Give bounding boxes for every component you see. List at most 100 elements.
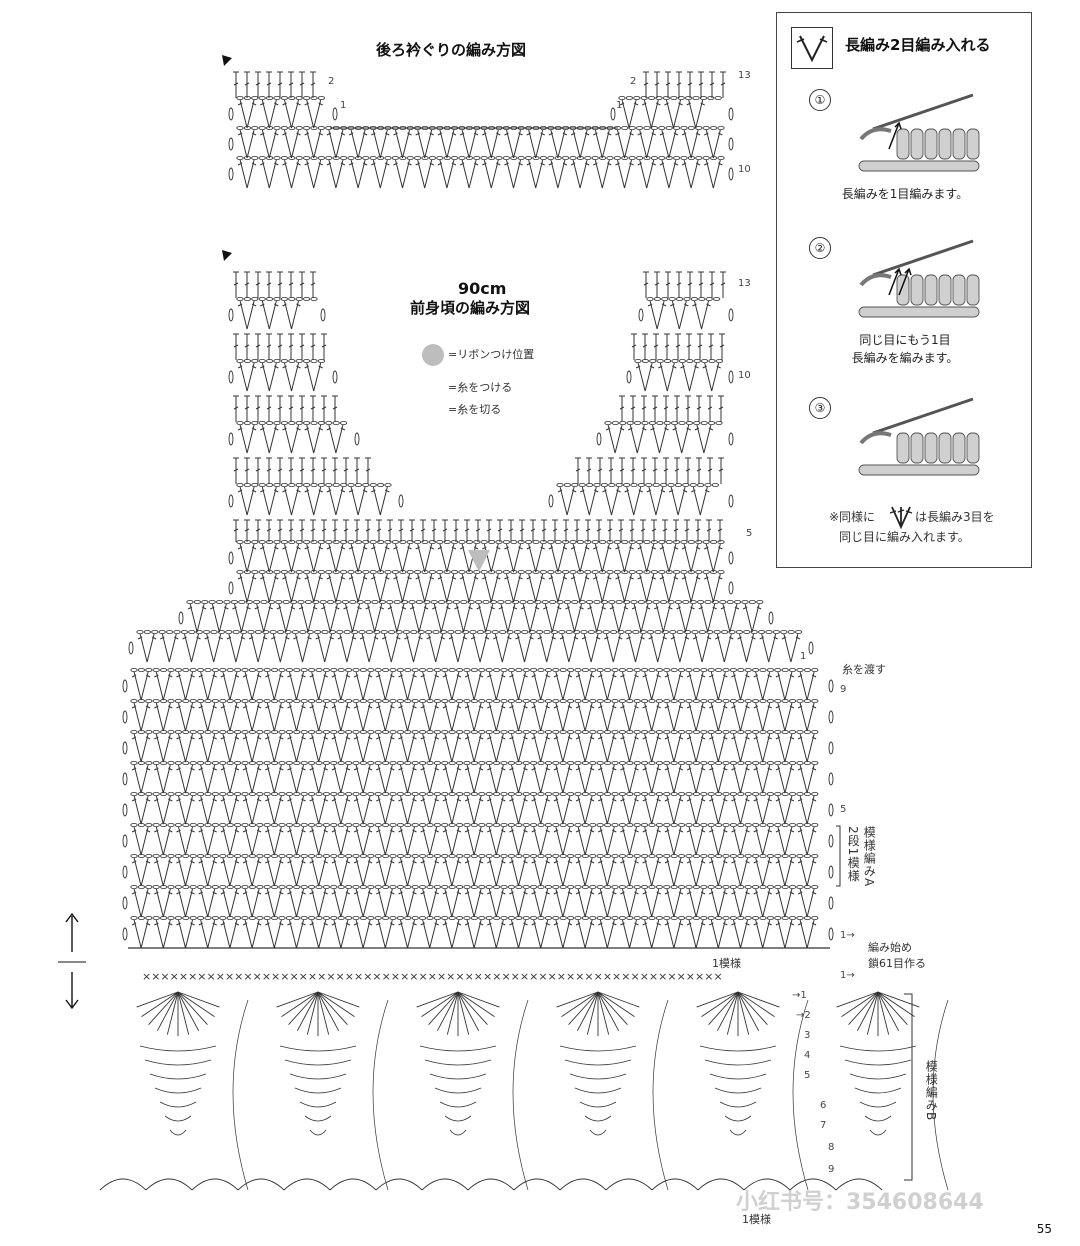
border-chart: ××××××××××××××××××××××××××××××××××××××××… [58, 912, 949, 1191]
front-main-row [122, 792, 834, 825]
step-2-number: ② [809, 237, 831, 259]
front-strap-right-row [638, 296, 734, 330]
scallop-edge [697, 1178, 745, 1191]
yarn-strand [859, 431, 892, 445]
stitch-column [952, 432, 966, 464]
stitch-column [938, 432, 952, 464]
scallop-edge [329, 1178, 377, 1191]
scallop-edge [237, 1178, 285, 1191]
watermark: 小红书号：354608644 [736, 1190, 984, 1215]
front-title: 前身頃の編み方図 [410, 299, 531, 317]
front-main-row [122, 823, 834, 856]
pass-yarn-label: 糸を渡す [842, 663, 886, 676]
cut-yarn-icon [222, 250, 232, 261]
back-row-13-right [643, 71, 726, 98]
page-number: 55 [1036, 1222, 1052, 1236]
step-2-illustration [858, 239, 980, 318]
front-strap-right-row [626, 358, 734, 392]
front-main-row [122, 668, 834, 701]
back-row-12-right [610, 96, 734, 129]
front-row-label-13: 13 [738, 278, 751, 289]
scallop-edge [835, 1178, 883, 1191]
border-row-8: 8 [828, 1142, 835, 1153]
back-neck-title: 後ろ衿ぐりの編み方図 [376, 41, 527, 59]
main-row-label-5: 5 [840, 804, 847, 815]
scallop-edge [191, 1178, 239, 1191]
scallop-edge [651, 1178, 699, 1191]
double-crochet-increase-icon [791, 27, 833, 69]
back-row-10 [228, 155, 734, 189]
step-3-number: ③ [809, 397, 831, 419]
stitch-column [938, 128, 952, 160]
border-sc-row: ××××××××××××××××××××××××××××××××××××××××… [142, 970, 723, 983]
front-strap-right-row [575, 457, 724, 484]
hook-icon [872, 397, 974, 435]
stitch-column [966, 432, 980, 464]
start-label: 編み始め [868, 941, 912, 954]
panel-note-line2: 同じ目に編み入れます。 [839, 530, 970, 544]
pattern-b-bracket [904, 993, 913, 1181]
legend-ribbon: =リボンつけ位置 [448, 348, 535, 361]
main-row-label-9: 9 [840, 684, 847, 695]
stitch-column [966, 274, 980, 306]
front-side-mark-1: 1 [800, 651, 807, 662]
ribbon-position-marker [468, 550, 490, 572]
stitch-column [938, 274, 952, 306]
up-arrow-icon [65, 912, 79, 952]
stitch-column [952, 128, 966, 160]
front-strap-left-row [228, 482, 404, 516]
pattern-a-rows-label: 2段1模様 [846, 826, 861, 883]
scallop-edge [605, 1178, 653, 1191]
triple-increase-icon [889, 506, 913, 530]
front-main-row [122, 761, 834, 794]
front-main-row [122, 916, 834, 949]
pineapple-motif [276, 991, 389, 1191]
back-row-label-13: 13 [738, 70, 751, 81]
hook-icon [872, 93, 974, 131]
scallop-edge [145, 1178, 193, 1191]
pattern-a-label: 模様編みA [862, 826, 877, 888]
technique-panel: 長編み2目編み入れる ① 長編みを1目編みます。 ② 同じ目にもう1目 長編みを… [776, 12, 1032, 568]
front-row-label-5: 5 [746, 528, 753, 539]
stitch-column [952, 274, 966, 306]
front-strap-right-row [548, 482, 734, 516]
back-side-mark-2-left: 2 [328, 76, 335, 87]
scallop-edge [421, 1178, 469, 1191]
direction-arrow-icon [888, 121, 902, 150]
scallop-edge [375, 1178, 423, 1191]
step-2-caption: 同じ目にもう1目 長編みを編みます。 [851, 333, 959, 365]
legend-cut: =糸を切る [448, 403, 502, 416]
front-strap-right-row [643, 271, 726, 298]
down-arrow-icon [65, 972, 79, 1010]
ribbon-position-icon [422, 344, 444, 366]
scallop-edge [99, 1178, 147, 1191]
stitch-column [896, 432, 910, 464]
front-upper-row [228, 540, 734, 573]
cut-yarn-icon [222, 55, 232, 66]
back-side-mark-2-right: 2 [630, 76, 637, 87]
front-strap-left-row [228, 420, 360, 454]
front-main-row [122, 885, 834, 918]
front-row-5 [233, 519, 723, 542]
step-1-number: ① [809, 89, 831, 111]
stitch-column [910, 128, 924, 160]
scallop-edge [743, 1178, 791, 1191]
front-strap-left-row [228, 358, 338, 392]
stitch-column [910, 432, 924, 464]
front-strap-left-row [233, 271, 316, 298]
stitch-column [924, 432, 938, 464]
main-row-arrow-1: 1→ [840, 930, 855, 941]
front-upper-row [128, 630, 814, 663]
scallop-edge [559, 1178, 607, 1191]
step-1-illustration [858, 93, 980, 172]
base-chain [858, 464, 980, 476]
front-repeat-label: 1模様 [712, 957, 741, 970]
border-row-7: 7 [820, 1120, 827, 1131]
pineapple-motif [416, 991, 529, 1191]
front-row-label-10: 10 [738, 370, 751, 381]
hook-icon [872, 239, 974, 277]
back-row-label-10: 10 [738, 164, 751, 175]
front-main-row [122, 730, 834, 763]
front-strap-right-row [619, 395, 724, 422]
